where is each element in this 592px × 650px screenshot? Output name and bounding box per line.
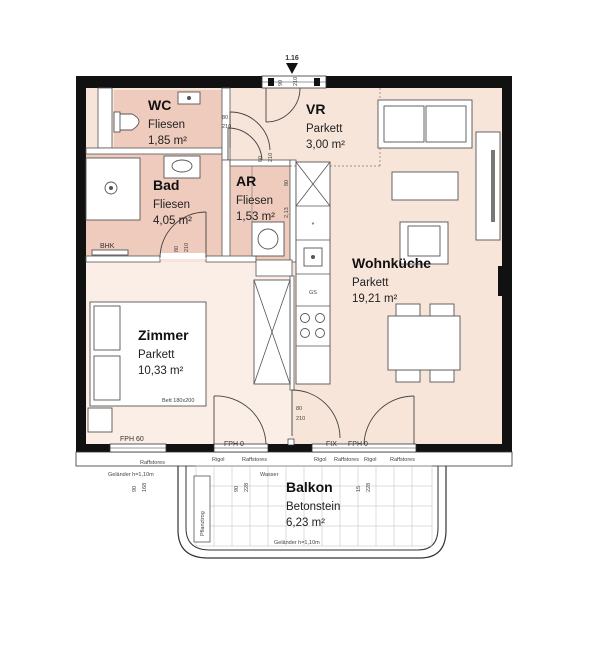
svg-text:Zimmer: Zimmer [138,327,189,343]
raffstores-1-label: Raffstores [242,457,267,463]
railing-left-label: Geländer h=1,10m [108,472,154,478]
svg-text:Fliesen: Fliesen [236,195,273,207]
main-door-dim-b: 210 [296,416,305,422]
entry-marker: 1.16 [285,55,299,74]
ar-side-dim-b: 2,13 [284,207,290,218]
svg-text:WC: WC [148,97,171,113]
raffstores-3-label: Raffstores [390,457,415,463]
svg-text:Wohnküche: Wohnküche [352,255,431,271]
svg-text:4,05 m²: 4,05 m² [153,215,192,227]
main-room-door[interactable] [291,389,341,439]
wc-door-dim-b: 210 [222,124,231,130]
svg-text:Fliesen: Fliesen [153,199,190,211]
fph-right-label: FPH 0 [348,441,368,448]
window-right-dim-a: 15 [356,486,362,492]
freezer-star-icon: * [312,222,315,229]
window-mid-dim-a: 90 [234,486,240,492]
fph-left-label: FPH 60 [120,436,144,443]
railing-bottom-label: Geländer h=1,10m [274,540,320,546]
ar-shelf [229,165,253,257]
room-zimmer-label: Zimmer Parkett 10,33 m² [138,327,189,377]
window-left-dim-a: 90 [132,486,138,492]
fix-label: FIX [326,441,337,448]
rigol-1-label: Rigol [212,457,225,463]
main-door-dim-a: 80 [296,406,302,412]
ar-door-dim-a: 80 [258,156,264,162]
bhk-radiator-icon [91,249,129,256]
coffee-table-icon [391,171,459,201]
svg-text:Balkon: Balkon [286,479,333,495]
vr-entry-door-swing[interactable] [265,87,301,123]
bad-door-dim-a: 80 [174,246,180,252]
wc-door-dim-a: 80 [222,115,228,121]
room-balkon-label: Balkon Betonstein 6,23 m² [286,479,340,529]
planter-label: Pflanztrog [200,511,206,536]
svg-text:Parkett: Parkett [138,349,175,361]
dining-table-icon [387,303,461,383]
bad-door-dim-b: 210 [184,243,190,252]
tall-cabinet [253,279,291,385]
raffstores-left-label: Raffstores [140,460,165,466]
window-left-dim-b: 168 [142,483,148,492]
rigol-3-label: Rigol [364,457,377,463]
fridge-icon [295,161,331,207]
svg-text:10,33 m²: 10,33 m² [138,365,184,377]
sofa-icon [377,99,473,149]
svg-text:1,53 m²: 1,53 m² [236,211,275,223]
nightstand-icon [87,407,113,433]
balcony-door-left[interactable] [213,395,267,445]
svg-text:Parkett: Parkett [352,277,389,289]
svg-text:1.16: 1.16 [285,55,299,62]
bed-size-label: Bett 180x200 [162,398,194,404]
room-vr-label: VR Parkett 3,00 m² [306,101,345,151]
windows-bottom [109,438,417,453]
outer-walls [75,76,513,467]
wasser-label: Wasser [260,472,279,478]
planter-box [193,475,211,543]
svg-text:Betonstein: Betonstein [286,501,340,513]
svg-text:VR: VR [306,101,325,117]
room-wohnkueche-label: Wohnküche Parkett 19,21 m² [352,255,431,305]
ar-door[interactable] [227,127,263,161]
ar-side-dim-a: 80 [284,180,290,186]
rigol-2-label: Rigol [314,457,327,463]
raffstores-2-label: Raffstores [334,457,359,463]
wc-door[interactable] [229,111,271,151]
ar-door-dim-b: 210 [268,153,274,162]
room-wc-label: WC Fliesen 1,85 m² [148,97,187,147]
armchair-icon [399,221,449,265]
kitchen-counter [295,161,331,385]
cooktop-icon [300,313,325,338]
entry-door-dim-b: 210 [293,77,299,86]
svg-text:AR: AR [236,173,256,189]
tv-sideboard-icon [475,131,501,241]
svg-text:6,23 m²: 6,23 m² [286,517,325,529]
svg-text:Fliesen: Fliesen [148,119,185,131]
window-mid-dim-b: 228 [244,483,250,492]
entry-door-dim-a: 90 [278,80,284,86]
balcony [177,465,447,559]
oven-icon [303,247,323,267]
window-right-dim-b: 228 [366,483,372,492]
svg-text:Bad: Bad [153,177,179,193]
washing-machine-icon [251,221,285,257]
fph-mid-label: FPH 0 [224,441,244,448]
bad-sink-icon [163,155,201,179]
room-bad-label: Bad Fliesen 4,05 m² [153,177,192,227]
dishwasher-icon: GS [309,290,317,296]
bad-door[interactable] [159,211,207,259]
svg-text:3,00 m²: 3,00 m² [306,139,345,151]
entry-door[interactable] [261,75,327,89]
svg-text:1,85 m²: 1,85 m² [148,135,187,147]
room-ar-label: AR Fliesen 1,53 m² [236,173,275,223]
svg-text:19,21 m²: 19,21 m² [352,293,398,305]
balcony-door-right[interactable] [363,395,415,445]
bhk-label: BHK [100,243,115,250]
svg-text:Parkett: Parkett [306,123,343,135]
wc-toilet-icon [113,111,140,133]
shower-icon [85,157,141,221]
wc-sink-icon [177,91,201,105]
bed-icon [89,301,207,407]
